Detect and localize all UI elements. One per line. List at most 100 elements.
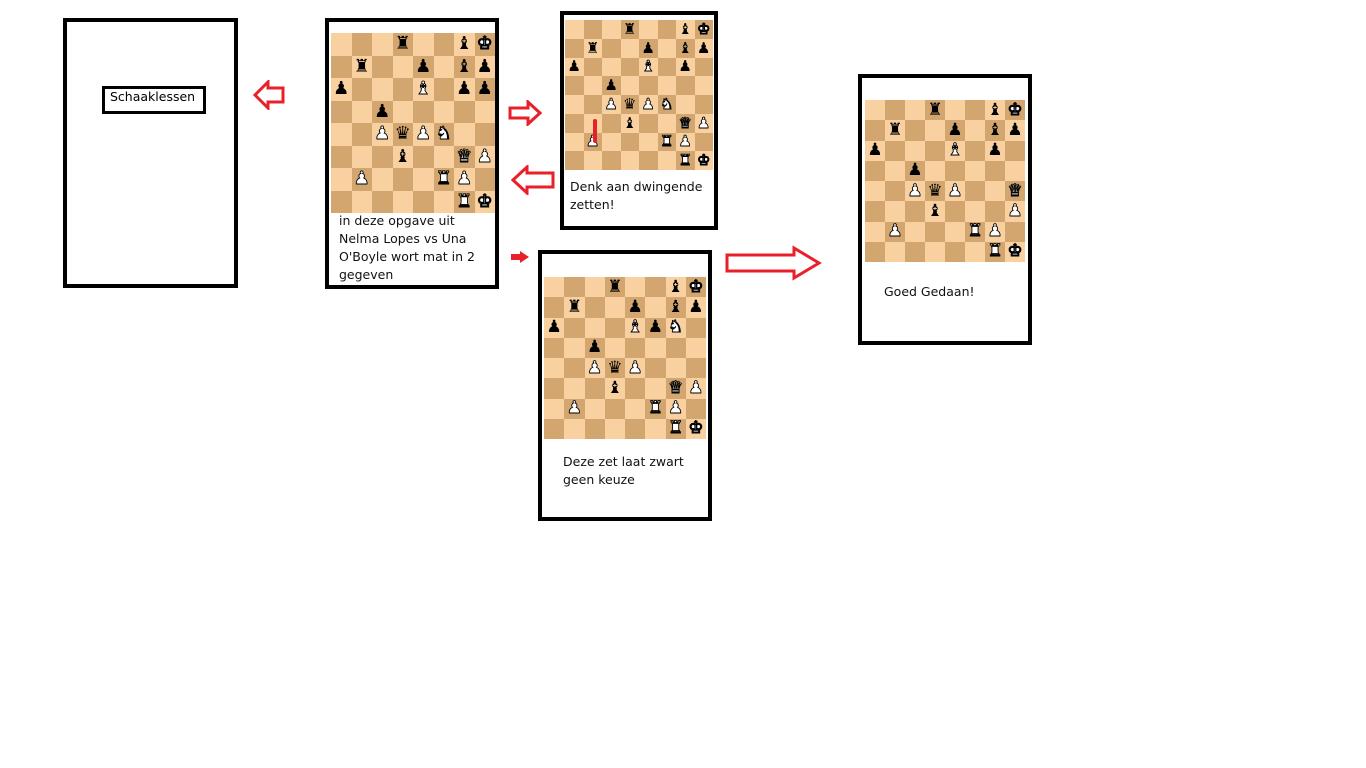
black-pawn-icon[interactable]: ♟	[641, 38, 655, 57]
board-square[interactable]: ♜	[583, 38, 602, 58]
white-king-icon[interactable]: ♚	[688, 277, 704, 297]
board-square[interactable]	[625, 378, 646, 399]
board-square[interactable]	[905, 120, 925, 141]
black-rook-icon[interactable]: ♜	[927, 100, 943, 120]
black-pawn-icon[interactable]: ♟	[333, 78, 350, 100]
board-square[interactable]: ♜	[925, 100, 945, 121]
board-square[interactable]	[351, 123, 372, 146]
board-square[interactable]	[657, 20, 676, 39]
board-square[interactable]	[331, 55, 352, 78]
white-queen-icon[interactable]: ♛	[668, 378, 684, 398]
board-square[interactable]	[372, 168, 393, 191]
black-pawn-icon[interactable]: ♟	[567, 57, 581, 76]
black-pawn-icon[interactable]: ♟	[987, 140, 1003, 161]
board-square[interactable]: ♜	[965, 221, 985, 242]
board-square[interactable]: ♟	[565, 57, 584, 77]
board-square[interactable]	[694, 132, 713, 152]
board-square[interactable]: ♟	[372, 123, 393, 146]
board-square[interactable]: ♟	[665, 398, 686, 419]
board-square[interactable]	[474, 168, 495, 191]
black-bishop-icon[interactable]: ♝	[927, 201, 943, 221]
board-square[interactable]	[565, 38, 584, 58]
black-bishop-icon[interactable]: ♝	[987, 100, 1003, 120]
board-square[interactable]: ♟	[985, 140, 1005, 161]
board-square[interactable]	[885, 140, 905, 161]
board-square[interactable]	[433, 190, 454, 213]
board-square[interactable]: ♟	[639, 95, 658, 114]
board-square[interactable]	[372, 55, 393, 78]
board-square[interactable]	[905, 221, 925, 242]
board-square[interactable]	[885, 201, 905, 222]
black-rook-icon[interactable]: ♜	[394, 33, 411, 55]
board-square[interactable]: ♛	[925, 181, 945, 202]
white-pawn-icon[interactable]: ♟	[627, 358, 643, 378]
board-square[interactable]	[645, 378, 666, 399]
board-square[interactable]	[564, 358, 585, 379]
board-square[interactable]	[604, 418, 625, 439]
board-square[interactable]: ♟	[413, 123, 434, 146]
board-square[interactable]	[885, 241, 905, 262]
board-square[interactable]: ♟	[474, 55, 495, 78]
board-square[interactable]	[604, 337, 625, 358]
board-square[interactable]: ♜	[985, 241, 1005, 262]
board-square[interactable]	[1005, 140, 1025, 161]
board-square[interactable]	[965, 140, 985, 161]
board-square[interactable]: ♜	[885, 120, 905, 141]
board-square[interactable]	[351, 78, 372, 101]
board-square[interactable]: ♛	[392, 123, 413, 146]
board-square[interactable]: ♟	[905, 181, 925, 202]
board-square[interactable]: ♝	[945, 140, 965, 161]
board-square[interactable]	[602, 57, 621, 77]
board-square[interactable]	[604, 317, 625, 338]
board-square[interactable]	[564, 378, 585, 399]
board-square[interactable]	[657, 113, 676, 133]
board-square[interactable]: ♝	[925, 201, 945, 222]
white-knight-icon[interactable]: ♞	[668, 317, 684, 338]
board-square[interactable]	[985, 201, 1005, 222]
white-bishop-icon[interactable]: ♝	[415, 78, 432, 100]
board-square[interactable]: ♚	[694, 151, 713, 170]
board-square[interactable]	[639, 151, 658, 170]
board-square[interactable]	[925, 160, 945, 181]
board-square[interactable]: ♟	[1005, 120, 1025, 141]
white-pawn-icon[interactable]: ♟	[604, 95, 618, 113]
black-pawn-icon[interactable]: ♟	[604, 76, 618, 95]
board-square[interactable]: ♜	[433, 168, 454, 191]
white-pawn-icon[interactable]: ♟	[566, 398, 582, 419]
black-rook-icon[interactable]: ♜	[887, 120, 903, 140]
board-square[interactable]	[685, 317, 706, 338]
board-square[interactable]	[620, 76, 639, 95]
board-square[interactable]	[433, 55, 454, 78]
board-square[interactable]	[351, 190, 372, 213]
board-square[interactable]	[965, 100, 985, 121]
white-pawn-icon[interactable]: ♟	[456, 168, 473, 190]
board-square[interactable]	[694, 57, 713, 77]
board-square[interactable]: ♟	[584, 358, 605, 379]
board-square[interactable]	[620, 151, 639, 170]
board-square[interactable]: ♝	[392, 145, 413, 168]
board-square[interactable]	[474, 123, 495, 146]
white-pawn-icon[interactable]: ♟	[415, 123, 432, 145]
board-square[interactable]: ♟	[945, 181, 965, 202]
board-square[interactable]: ♟	[885, 221, 905, 242]
board-square[interactable]	[657, 76, 676, 95]
board-square[interactable]	[602, 20, 621, 39]
board-square[interactable]	[413, 190, 434, 213]
board-square[interactable]	[625, 337, 646, 358]
board-square[interactable]	[583, 57, 602, 77]
board-square[interactable]	[965, 201, 985, 222]
board-square[interactable]: ♟	[584, 337, 605, 358]
board-square[interactable]: ♜	[676, 151, 695, 170]
arrow-left-icon[interactable]	[253, 80, 285, 110]
board-square[interactable]	[925, 221, 945, 242]
white-pawn-icon[interactable]: ♟	[1007, 201, 1023, 221]
board-square[interactable]	[331, 145, 352, 168]
board-square[interactable]: ♜	[351, 55, 372, 78]
board-square[interactable]	[925, 241, 945, 262]
board-square[interactable]	[985, 181, 1005, 202]
board-square[interactable]	[392, 55, 413, 78]
board-square[interactable]	[885, 160, 905, 181]
board-square[interactable]: ♝	[454, 55, 475, 78]
board-square[interactable]	[474, 100, 495, 123]
board-square[interactable]	[965, 181, 985, 202]
